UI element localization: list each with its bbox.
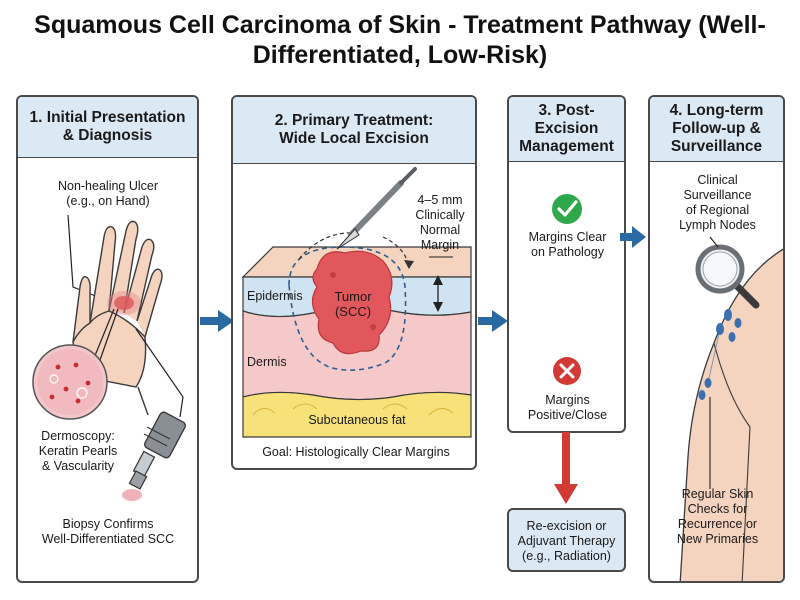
margins-positive-label: Margins Positive/Close [527, 393, 608, 422]
panel-primary-treatment: 2. Primary Treatment: Wide Local Excisio… [231, 95, 477, 470]
panel-follow-up: 4. Long-term Follow-up & Surveillance Cl… [648, 95, 785, 583]
reexcision-label: Re-excision or Adjuvant Therapy (e.g., R… [517, 519, 616, 563]
skin-checks-label: Regular Skin Checks for Recurrence or Ne… [676, 487, 759, 546]
lymph-surveillance-label: Clinical Surveillance of Regional Lymph … [679, 173, 756, 232]
magnifier-icon [695, 244, 760, 309]
panel-3-heading: 3. Post- Excision Management [509, 97, 624, 162]
epidermis-label: Epidermis [247, 289, 303, 303]
dermoscopy-label: Dermoscopy: Keratin Pearls & Vascularity [38, 429, 118, 473]
goal-label: Goal: Histologically Clear Margins [262, 445, 450, 459]
margins-clear-label: Margins Clear on Pathology [528, 230, 607, 259]
body-surveillance-illustration [679, 236, 783, 581]
scalpel-icon [336, 167, 417, 250]
arrow-step1-to-step2 [200, 310, 234, 332]
margin-label: 4–5 mm Clinically Normal Margin [415, 193, 465, 252]
panel-post-excision: 3. Post- Excision Management Margins Cle… [507, 95, 626, 433]
biopsy-label: Biopsy Confirms Well-Differentiated SCC [41, 517, 175, 546]
fat-label: Subcutaneous fat [308, 413, 406, 427]
hand-illustration [32, 214, 186, 501]
arrow-step2-to-step3 [478, 310, 508, 332]
skin-excision-illustration [241, 167, 472, 438]
arrow-to-reexcision [554, 432, 578, 504]
panel-2-heading: 2. Primary Treatment: Wide Local Excisio… [233, 97, 475, 164]
biopsy-punch-icon [122, 411, 186, 501]
panel-1-heading: 1. Initial Presentation & Diagnosis [18, 97, 197, 158]
ulcer-label: Non-healing Ulcer (e.g., on Hand) [57, 179, 159, 208]
dermis-label: Dermis [247, 355, 287, 369]
arrow-step3-to-step4 [620, 226, 646, 248]
checkmark-icon [552, 194, 582, 224]
diagram-title: Squamous Cell Carcinoma of Skin - Treatm… [34, 11, 766, 69]
cross-icon [553, 357, 581, 385]
reexcision-box: Re-excision or Adjuvant Therapy (e.g., R… [507, 508, 626, 572]
panel-4-heading: 4. Long-term Follow-up & Surveillance [650, 97, 783, 162]
tumor-label: Tumor (SCC) [334, 289, 372, 319]
outcome-icons [552, 194, 582, 385]
panel-initial-presentation: 1. Initial Presentation & Diagnosis Non-… [16, 95, 199, 583]
